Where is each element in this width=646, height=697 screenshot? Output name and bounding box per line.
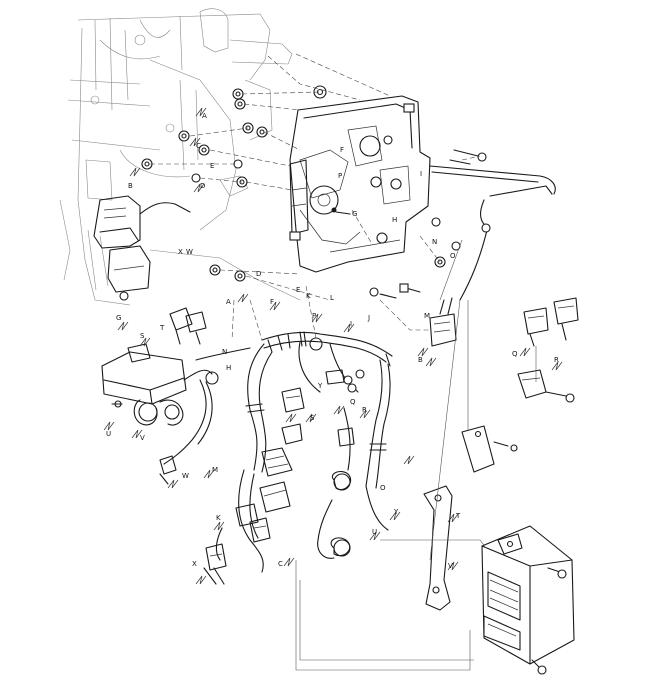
- connectors-Q-R: [523, 297, 579, 347]
- reference-lines: [295, 239, 537, 671]
- callout-W: W: [186, 248, 193, 256]
- callout-I2: I: [350, 320, 352, 328]
- info-plate: [461, 425, 518, 473]
- bolts-upper: [331, 149, 487, 299]
- callout-E2: E: [296, 286, 300, 294]
- callout-D: D: [200, 182, 205, 190]
- callout-O2: O: [380, 484, 386, 492]
- callout-B2: B: [418, 356, 423, 364]
- callout-O: O: [450, 252, 456, 260]
- callout-U2: U: [372, 528, 377, 536]
- callout-N2: N: [222, 348, 227, 356]
- callout-Q2: Q: [350, 398, 356, 406]
- zigzag-markers: [103, 107, 563, 585]
- grommet-bosses: [141, 85, 461, 282]
- callout-S2: S: [310, 414, 315, 422]
- callout-F: F: [340, 146, 344, 154]
- connector-G: [169, 307, 207, 345]
- callout-P2: P: [312, 312, 316, 320]
- callout-X2: X: [192, 560, 197, 568]
- callout-G2: G: [116, 314, 121, 322]
- callout-F2: F: [270, 298, 274, 306]
- callout-V2: V: [448, 562, 453, 570]
- callout-D2: D: [256, 270, 261, 278]
- callout-M2: M: [212, 466, 218, 474]
- callout-Q: Q: [512, 350, 518, 358]
- callout-C: C: [196, 142, 201, 150]
- starter-relay-assembly: [93, 195, 191, 301]
- engine-block-outline: [59, 8, 301, 306]
- relay-bracket: [517, 369, 575, 403]
- callout-Y: Y: [317, 382, 323, 390]
- ecu-module: [481, 525, 575, 675]
- callout-A2: A: [226, 298, 231, 306]
- callout-H: H: [392, 216, 397, 224]
- callout-C2: C: [278, 560, 283, 568]
- harness-connectors: [159, 369, 365, 585]
- callout-S: S: [140, 332, 145, 340]
- ecu-bracket: [423, 485, 453, 611]
- callout-J: J: [367, 314, 370, 322]
- upper-right-cable: [429, 165, 556, 301]
- callout-T: T: [159, 324, 165, 332]
- callout-R2: R: [362, 406, 367, 414]
- callout-I: I: [420, 170, 422, 178]
- leader-lines: [150, 53, 481, 341]
- callout-X: X: [178, 248, 183, 256]
- callout-A: A: [202, 112, 207, 120]
- callout-M: M: [424, 312, 430, 320]
- callout-V: V: [140, 434, 145, 442]
- main-wiring-harness: [163, 331, 393, 573]
- callout-L: L: [330, 294, 334, 302]
- callout-H2: H: [226, 364, 231, 372]
- callout-K2: K: [216, 514, 221, 522]
- callout-G: G: [352, 210, 357, 218]
- callout-K: K: [306, 292, 311, 300]
- ignition-coil-assembly: [101, 343, 219, 426]
- callout-E: E: [210, 162, 214, 170]
- callout-W2: W: [182, 472, 189, 480]
- callout-Y2: Y: [393, 508, 399, 516]
- callout-P: P: [338, 172, 342, 180]
- connector-M: [429, 297, 457, 347]
- callout-U: U: [106, 430, 111, 438]
- electrical-mounting-plate: [289, 95, 431, 273]
- callout-R: R: [554, 356, 559, 364]
- callout-B: B: [128, 182, 133, 190]
- callout-T2: T: [455, 512, 461, 520]
- callout-N: N: [432, 238, 437, 246]
- callout-labels: A A B B C C D D E E F F G G H H I I J K …: [106, 112, 559, 570]
